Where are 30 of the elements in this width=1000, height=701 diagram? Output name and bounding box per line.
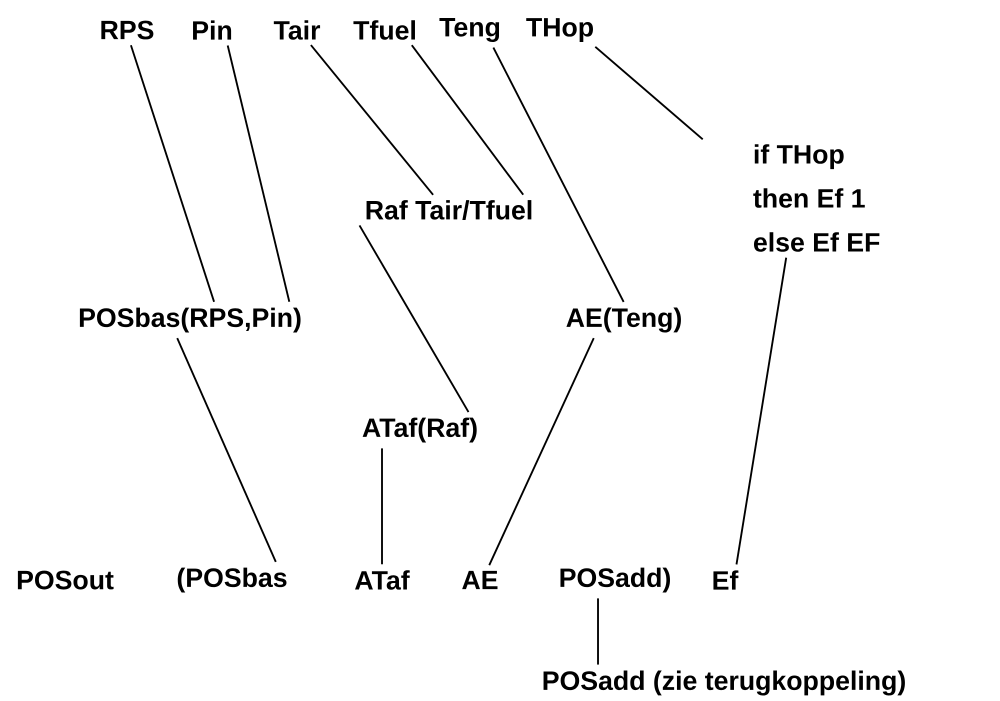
term-label: ATaf <box>355 570 410 590</box>
condition-text: if THop then Ef 1 else Ef EF <box>753 144 880 252</box>
term-label: RPS <box>101 20 154 40</box>
term-label: Pin <box>193 20 232 40</box>
connector-line <box>226 45 290 302</box>
term-label: Teng <box>439 18 500 42</box>
term-label: Ef <box>713 570 738 590</box>
term-label: Tair <box>274 20 320 40</box>
connector-line <box>176 338 277 562</box>
term-label: AE(Teng) <box>566 308 681 332</box>
term-label: THop <box>526 18 593 42</box>
connector-line <box>310 44 434 196</box>
term-label: Tfuel <box>353 20 415 40</box>
term-label: ATaf(Raf) <box>362 418 477 442</box>
connector-line <box>411 44 524 196</box>
term-label: POSout <box>18 570 114 590</box>
connector-line <box>358 225 470 413</box>
term-label: POSbas(RPS,Pin) <box>80 308 301 332</box>
connector-line <box>736 258 788 565</box>
connector-line <box>594 46 704 140</box>
term-label: POSadd) <box>560 568 670 592</box>
term-label: (POSbas <box>178 568 286 592</box>
term-label: Raf Tair/Tfuel <box>366 200 532 220</box>
connector-line <box>381 448 383 564</box>
connector-line <box>488 338 595 566</box>
connector-line <box>130 44 215 302</box>
connector-line <box>492 47 624 302</box>
term-label: AE <box>462 570 498 590</box>
term-label: POSadd (zie terugkoppeling) <box>544 670 905 696</box>
connector-line <box>597 598 599 665</box>
